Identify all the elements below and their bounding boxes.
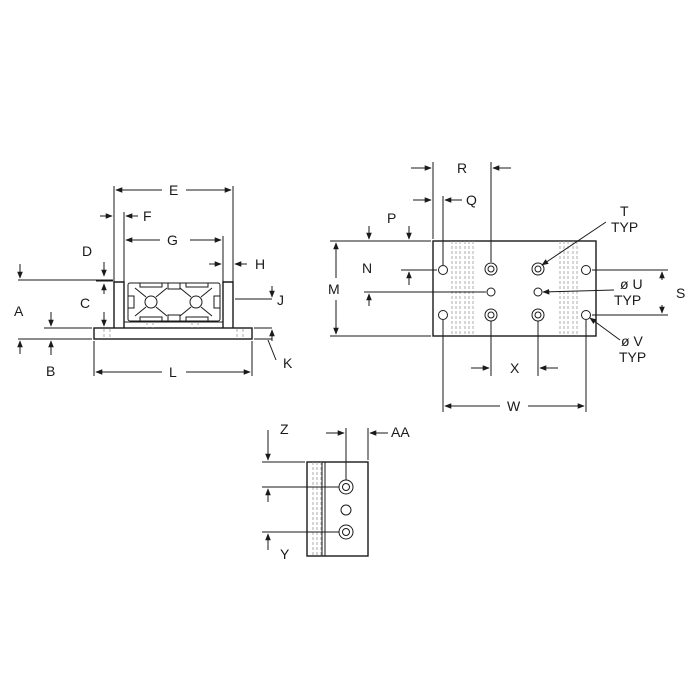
side-view-dimensions xyxy=(262,428,388,550)
label-A: A xyxy=(14,303,24,319)
label-X: X xyxy=(510,360,520,376)
label-W: W xyxy=(507,398,521,414)
label-L: L xyxy=(169,364,177,380)
label-U: ø U xyxy=(620,276,643,292)
through-holes xyxy=(486,287,543,297)
label-H: H xyxy=(255,256,265,272)
label-V-typ: TYP xyxy=(619,349,646,365)
top-view-dimensions xyxy=(330,162,668,412)
front-view xyxy=(93,281,253,340)
label-B: B xyxy=(46,363,55,379)
label-Q: Q xyxy=(466,192,477,208)
label-J: J xyxy=(277,292,284,308)
label-D: D xyxy=(82,243,92,259)
label-T: T xyxy=(620,203,629,219)
counterbored-holes xyxy=(484,262,545,322)
label-R: R xyxy=(457,160,467,176)
mounting-holes xyxy=(438,265,591,320)
label-K: K xyxy=(283,355,293,371)
label-P: P xyxy=(387,210,396,226)
label-Z: Z xyxy=(280,421,289,437)
label-E: E xyxy=(169,182,178,198)
top-view xyxy=(432,240,597,337)
label-AA: AA xyxy=(391,424,410,440)
side-view xyxy=(306,461,369,557)
label-G: G xyxy=(167,232,178,248)
label-S: S xyxy=(676,285,685,301)
front-view-dimensions xyxy=(17,186,277,376)
hidden-lines xyxy=(451,241,578,336)
side-hidden-lines xyxy=(312,462,322,556)
label-F: F xyxy=(143,208,152,224)
label-T-typ: TYP xyxy=(611,219,638,235)
extrusion-profile-detail xyxy=(128,283,220,321)
label-Y: Y xyxy=(280,546,290,562)
dimension-labels: A B C D E F G H J K L M N P Q R S T TYP … xyxy=(14,160,685,562)
label-N: N xyxy=(362,260,372,276)
label-U-typ: TYP xyxy=(614,292,641,308)
label-M: M xyxy=(328,281,340,297)
label-V: ø V xyxy=(621,333,643,349)
label-C: C xyxy=(80,295,90,311)
